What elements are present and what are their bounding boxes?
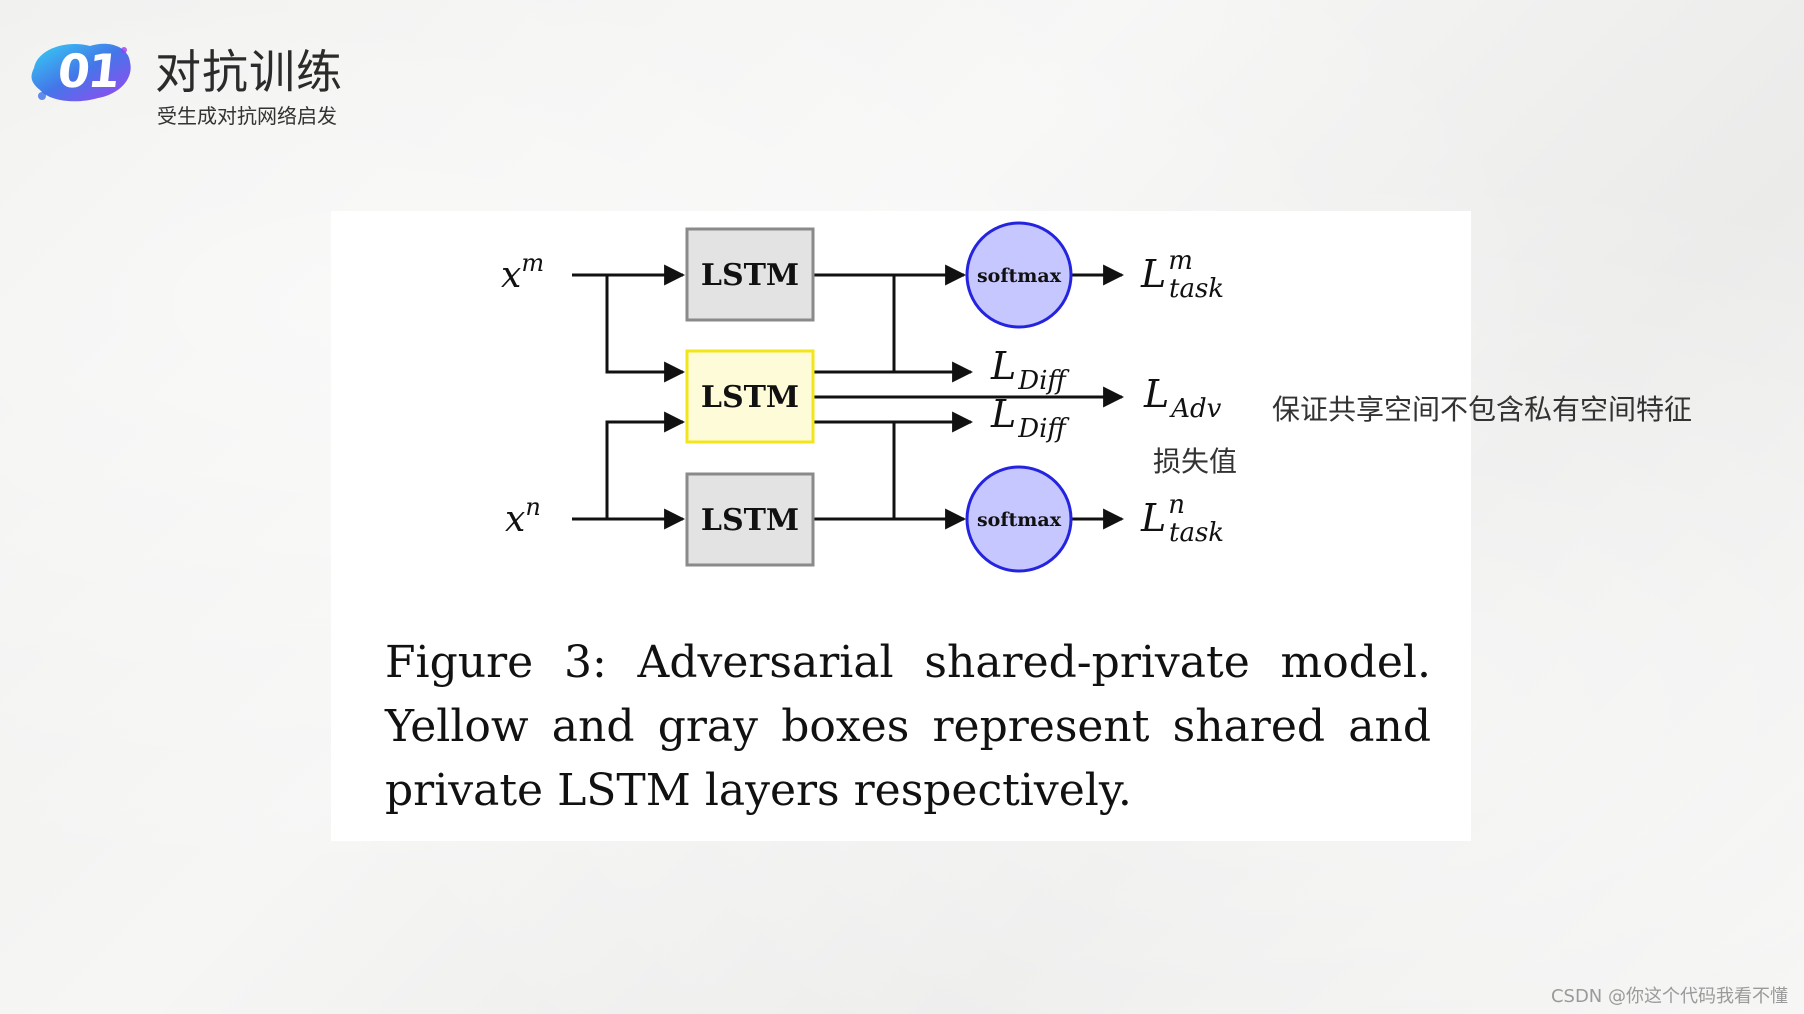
figure-caption: Figure 3: Adversarial shared-private mod…: [385, 637, 1431, 816]
adv-annotation: 保证共享空间不包含私有空间特征: [1272, 393, 1693, 426]
lstm-shared-box: [685, 349, 815, 444]
lstm-top-label: LSTM: [701, 258, 799, 293]
input-xm: xm: [501, 249, 544, 296]
softmax-top-label: softmax: [977, 265, 1062, 287]
softmax-bottom-label: softmax: [977, 509, 1062, 531]
loss-annotation: 损失值: [1153, 445, 1238, 478]
brush-splash-icon: [31, 43, 131, 102]
connection-lines: [572, 264, 1125, 530]
page-subtitle: 受生成对抗网络启发: [157, 104, 337, 128]
softmax-bottom-circle: [965, 465, 1073, 573]
edge-xn-lstm-shared: [605, 411, 686, 519]
watermark: CSDN @你这个代码我看不懂: [1550, 986, 1788, 1007]
lstm-top: LSTM: [685, 227, 815, 322]
lstm-shared: LSTM: [685, 349, 815, 444]
lstm-bottom-box: [685, 472, 815, 567]
input-xn: xn: [505, 493, 541, 540]
softmax-bottom: softmax: [965, 465, 1073, 573]
output-adv: LAdv: [1143, 372, 1222, 424]
output-diff-top: LDiff: [990, 344, 1070, 396]
softmax-top: softmax: [965, 221, 1073, 329]
output-diff-bottom: LDiff: [990, 392, 1070, 444]
lstm-bottom-label: LSTM: [701, 503, 799, 538]
softmax-top-circle: [965, 221, 1073, 329]
badge-number: 01: [55, 44, 121, 98]
lstm-top-box: [685, 227, 815, 322]
section-badge: 01: [28, 38, 134, 106]
lstm-bottom: LSTM: [685, 472, 815, 567]
lstm-shared-label: LSTM: [701, 380, 799, 415]
edge-xm-lstm-shared: [605, 275, 686, 383]
page-title: 对抗训练: [155, 45, 343, 99]
